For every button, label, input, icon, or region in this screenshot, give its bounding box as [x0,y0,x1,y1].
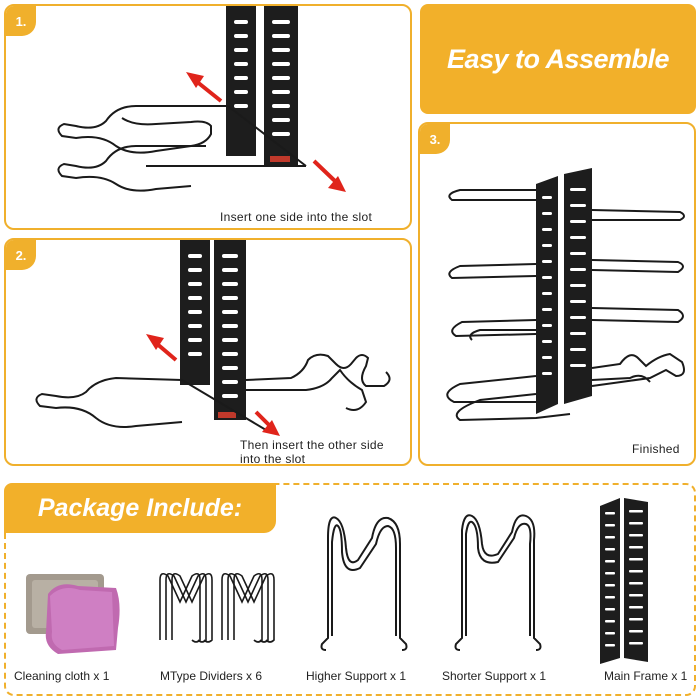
arrow-down-right-icon [312,159,346,192]
mtype-dividers-image [159,572,275,643]
arrow-down-right-icon [254,410,280,436]
banner-title: Easy to Assemble [446,43,670,74]
package-include-section [4,483,696,696]
step-3-illustration [446,168,685,422]
step-1-caption: Insert one side into the slot [220,210,373,224]
package-title: Package Include: [37,493,243,522]
step-3-panel: 3. [418,122,696,466]
main-frame-label: Main Frame x 1 [604,669,688,683]
cleaning-cloth-image [26,574,120,654]
step-2-caption-line2: into the slot [240,452,306,466]
higher-support-image [320,516,408,651]
easy-to-assemble-banner: Easy to Assemble [420,4,696,114]
step-2-illustration [35,240,391,436]
arrow-out-left-icon [186,72,223,103]
step-2-caption-line1: Then insert the other side [240,438,384,452]
shorter-support-image [454,514,542,651]
step-1-panel: 1. Inse [4,4,412,230]
shorter-support-label: Shorter Support x 1 [442,669,547,683]
mtype-dividers-label: MType Dividers x 6 [160,669,263,683]
step-2-badge: 2. [6,240,36,270]
cleaning-cloth-label: Cleaning cloth x 1 [14,669,110,683]
arrow-out-left-icon [146,334,178,362]
package-title-banner: Package Include: [4,483,276,533]
step-1-illustration [57,6,346,192]
step-3-caption: Finished [632,442,680,456]
step-3-badge: 3. [420,124,450,154]
step-1-badge: 1. [6,6,36,36]
step-2-panel: 2. Th [4,238,412,466]
main-frame-image [600,498,648,664]
higher-support-label: Higher Support x 1 [306,669,407,683]
